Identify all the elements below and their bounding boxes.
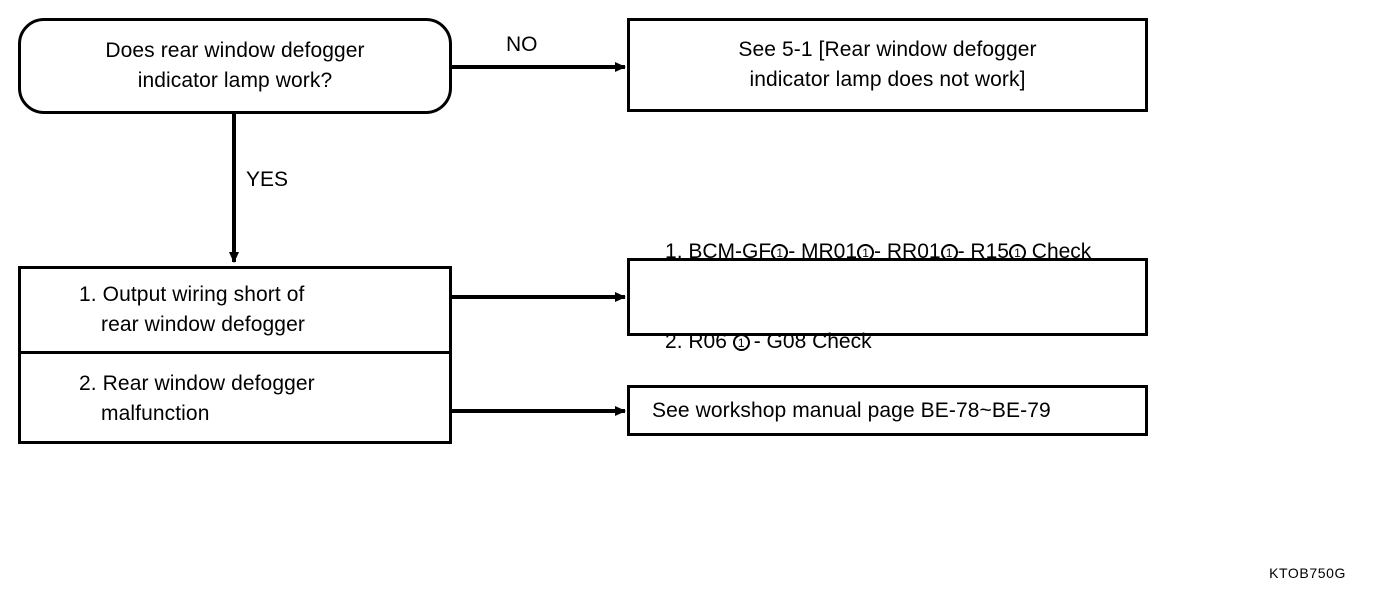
- node-see-5-1-reference: See 5-1 [Rear window defogger indicator …: [627, 18, 1148, 112]
- check-line2-seg1: 2. R06: [665, 330, 733, 353]
- circled-number-icon: 1: [857, 244, 875, 261]
- circled-number-icon: 1: [732, 334, 750, 351]
- node-possible-causes: 1. Output wiring short of rear window de…: [18, 266, 452, 444]
- node-cause-1-line1: 1. Output wiring short of: [79, 283, 305, 306]
- node-see-5-1-line2: indicator lamp does not work]: [749, 68, 1026, 91]
- node-workshop-manual-reference: See workshop manual page BE-78~BE-79: [627, 385, 1148, 436]
- node-cause-item-2: 2. Rear window defogger malfunction: [21, 351, 449, 444]
- figure-code-label: KTOB750G: [1269, 565, 1346, 581]
- edge-label-yes: YES: [246, 168, 289, 191]
- node-workshop-line1: See workshop manual page BE-78~BE-79: [652, 398, 1051, 422]
- node-cause-item-1: 1. Output wiring short of rear window de…: [21, 269, 449, 351]
- node-question-line1: Does rear window defogger: [105, 39, 365, 62]
- node-cause-2-line1: 2. Rear window defogger: [79, 372, 315, 395]
- node-question-defogger-indicator: Does rear window defogger indicator lamp…: [18, 18, 452, 114]
- check-line1-seg2: - MR01: [788, 240, 858, 263]
- circled-number-icon: 1: [940, 244, 958, 261]
- node-cause-1-line2: rear window defogger: [101, 313, 305, 336]
- node-see-5-1-line1: See 5-1 [Rear window defogger: [738, 38, 1037, 61]
- node-cause-2-line2: malfunction: [101, 402, 210, 425]
- check-list-line-2: 2. R06 1- G08 Check: [630, 297, 872, 387]
- check-line1-seg3: - RR01: [874, 240, 941, 263]
- circled-number-icon: 1: [1008, 244, 1026, 261]
- circled-number-icon: 1: [771, 244, 789, 261]
- check-line1-seg4: - R15: [957, 240, 1009, 263]
- check-line1-seg5: Check: [1025, 240, 1092, 263]
- check-line2-seg2: - G08 Check: [753, 330, 872, 353]
- edge-label-no: NO: [506, 33, 538, 56]
- check-line1-seg1: 1. BCM-GF: [665, 240, 772, 263]
- node-question-line2: indicator lamp work?: [137, 69, 333, 92]
